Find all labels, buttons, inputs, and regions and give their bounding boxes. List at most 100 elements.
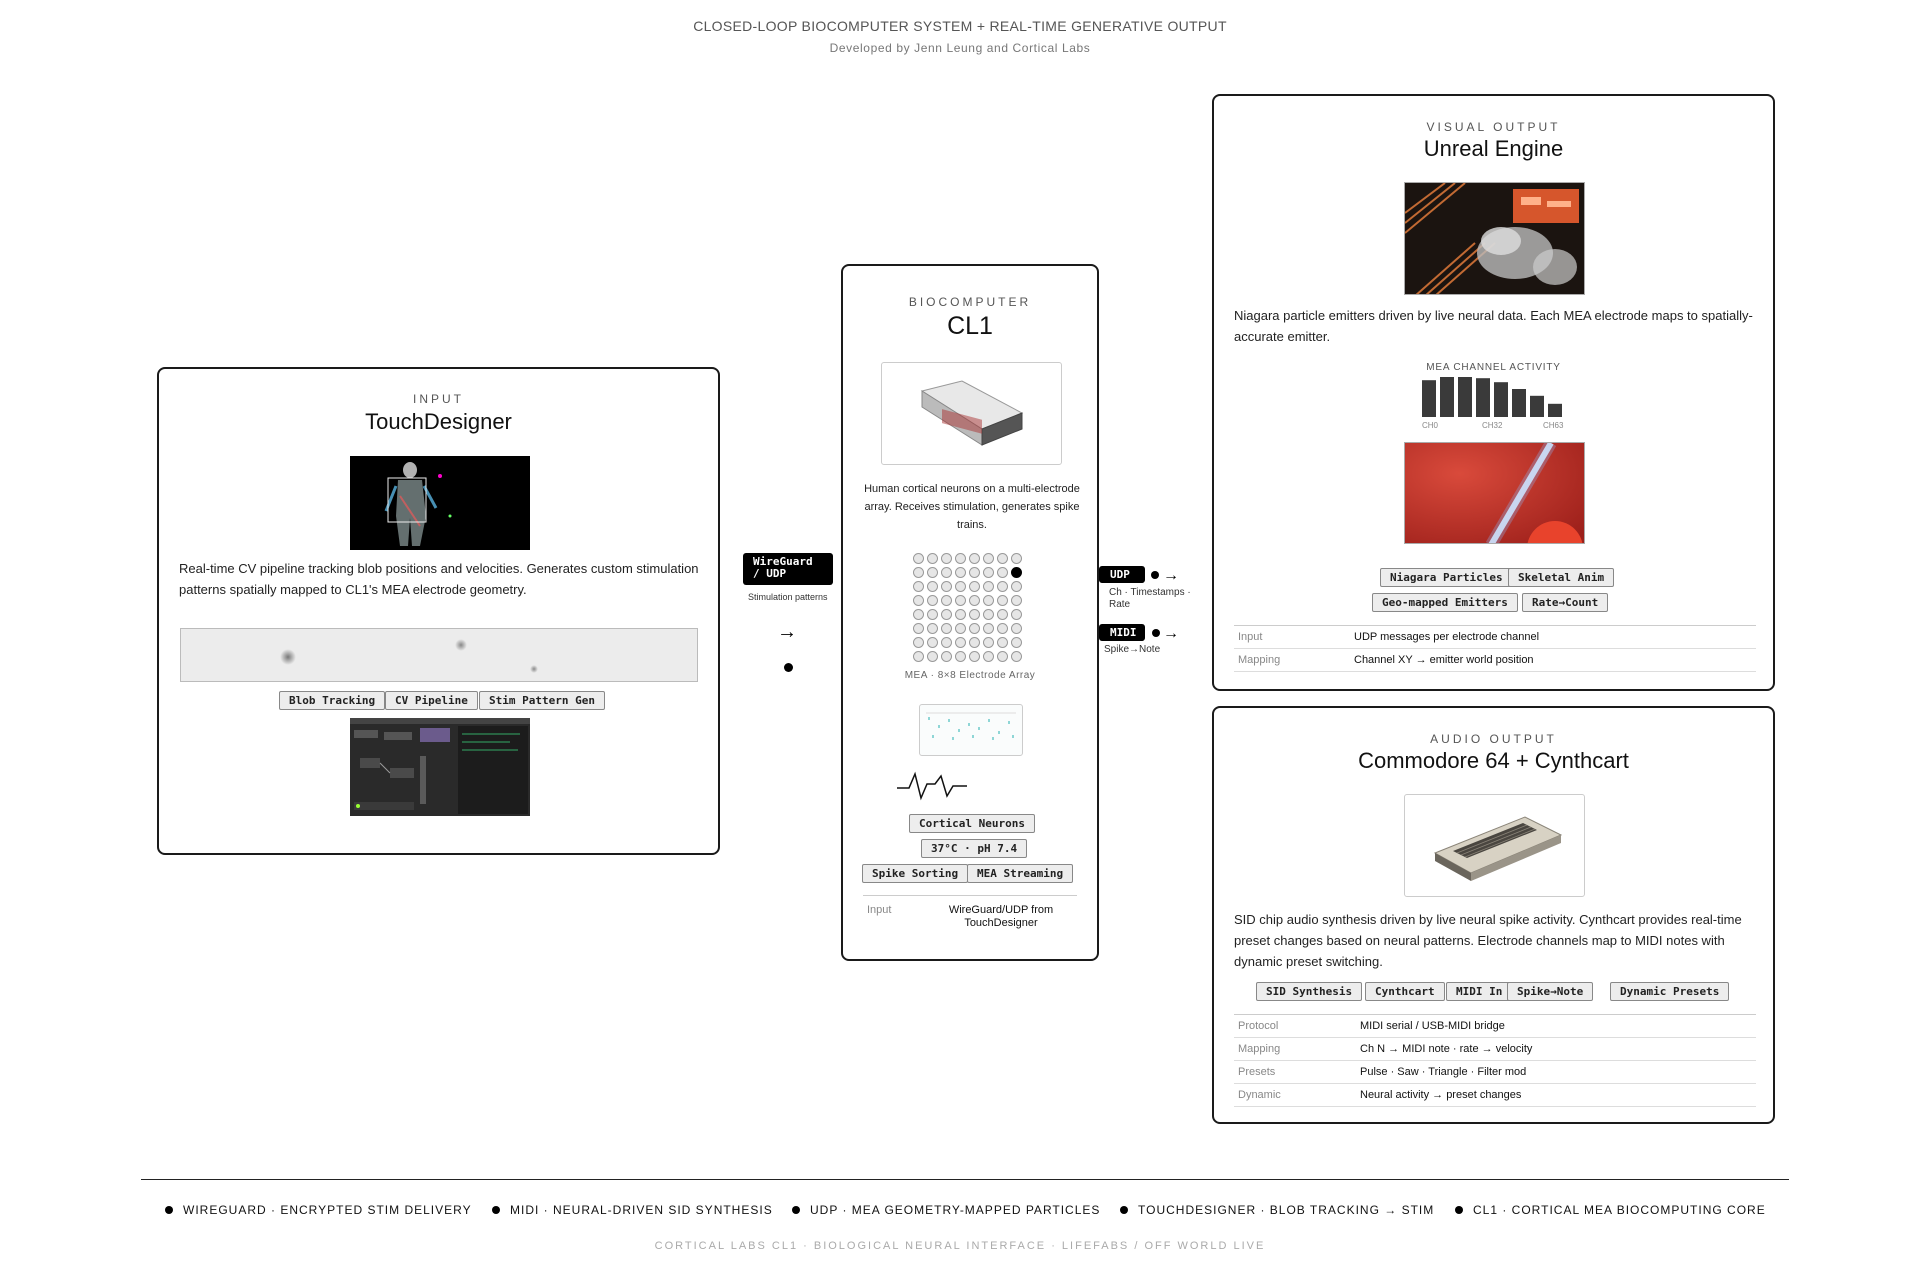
touchdesigner-tracking-image	[350, 456, 530, 550]
table-value: Channel XY → emitter world position	[1354, 649, 1534, 671]
mea-electrode	[955, 581, 966, 592]
spike-waveform-icon	[897, 768, 967, 804]
mea-electrode	[955, 623, 966, 634]
mea-electrode	[913, 609, 924, 620]
mea-electrode	[927, 567, 938, 578]
tag-sid-synthesis: SID Synthesis	[1256, 982, 1362, 1001]
tag-rate-count: Rate→Count	[1522, 593, 1608, 612]
activity-bar	[1548, 404, 1562, 417]
visual-info-table: Input UDP messages per electrode channel…	[1234, 625, 1756, 672]
mea-electrode	[969, 651, 980, 662]
input-description: Real-time CV pipeline tracking blob posi…	[179, 558, 702, 600]
table-row: Protocol MIDI serial / USB-MIDI bridge	[1234, 1015, 1756, 1038]
tag-blob-tracking: Blob Tracking	[279, 691, 385, 710]
mea-electrode	[969, 595, 980, 606]
cl1-info-table: Input WireGuard/UDP from TouchDesigner	[863, 895, 1077, 896]
cl1-table-key: Input	[867, 904, 891, 916]
audio-info-table: Protocol MIDI serial / USB-MIDI bridge M…	[1234, 1014, 1756, 1107]
activity-bar	[1494, 382, 1508, 417]
legend-dot-icon	[792, 1206, 800, 1214]
mea-caption: MEA · 8×8 Electrode Array	[843, 670, 1097, 681]
activity-label-ch63: CH63	[1543, 421, 1563, 430]
mea-electrode	[997, 651, 1008, 662]
mea-electrode	[983, 651, 994, 662]
visual-description: Niagara particle emitters driven by live…	[1234, 305, 1757, 347]
table-key: Mapping	[1238, 1038, 1280, 1060]
mea-electrode	[913, 623, 924, 634]
legend-item: UDP · MEA GEOMETRY-MAPPED PARTICLES	[792, 1203, 1100, 1217]
activity-bar	[1530, 396, 1544, 417]
legend-item: WIREGUARD · ENCRYPTED STIM DELIVERY	[165, 1203, 472, 1217]
tag-stim-pattern-gen: Stim Pattern Gen	[479, 691, 605, 710]
mea-electrode	[955, 595, 966, 606]
visual-output-card: VISUAL OUTPUT Unreal Engine Niagara part…	[1212, 94, 1775, 691]
mea-electrode	[997, 623, 1008, 634]
mea-electrode	[927, 581, 938, 592]
mea-electrode	[969, 567, 980, 578]
tag-niagara-particles: Niagara Particles	[1380, 568, 1513, 587]
mea-electrode	[941, 567, 952, 578]
mea-electrode	[955, 637, 966, 648]
tag-cv-pipeline: CV Pipeline	[385, 691, 478, 710]
blob-marker	[530, 665, 538, 673]
blob-marker	[280, 649, 296, 665]
mea-electrode	[969, 553, 980, 564]
mea-electrode	[969, 637, 980, 648]
activity-label-ch32: CH32	[1482, 421, 1502, 430]
tag-spike-note: Spike→Note	[1507, 982, 1593, 1001]
footer: CORTICAL LABS CL1 · BIOLOGICAL NEURAL IN…	[0, 1240, 1920, 1252]
table-value: Ch N → MIDI note · rate → velocity	[1360, 1038, 1532, 1060]
cl1-table-value: WireGuard/UDP from TouchDesigner	[941, 904, 1061, 930]
udp-caption-2: Rate	[1109, 599, 1130, 610]
mea-electrode	[941, 595, 952, 606]
mea-electrode	[983, 567, 994, 578]
midi-caption: Spike→Note	[1104, 644, 1160, 655]
page-subtitle: Developed by Jenn Leung and Cortical Lab…	[0, 41, 1920, 55]
unreal-beam-image	[1404, 442, 1585, 544]
mea-electrode	[955, 609, 966, 620]
cl1-title: CL1	[843, 312, 1097, 341]
table-row: Mapping Ch N → MIDI note · rate → veloci…	[1234, 1038, 1756, 1061]
mea-electrode	[927, 651, 938, 662]
mea-electrode	[1011, 595, 1022, 606]
commodore-64-image	[1404, 794, 1585, 897]
mea-electrode	[1011, 623, 1022, 634]
mea-electrode	[997, 609, 1008, 620]
mea-electrode	[983, 637, 994, 648]
activity-bar	[1422, 380, 1436, 417]
cl1-device-image	[881, 362, 1062, 465]
mea-electrode	[1011, 637, 1022, 648]
mea-electrode	[1011, 567, 1022, 578]
mea-electrode	[927, 623, 938, 634]
mea-electrode	[1011, 581, 1022, 592]
audio-eyebrow: AUDIO OUTPUT	[1214, 732, 1773, 746]
activity-bar	[1512, 389, 1526, 417]
mea-electrode	[941, 651, 952, 662]
blob-marker	[455, 639, 467, 651]
mea-electrode	[1011, 553, 1022, 564]
table-key: Dynamic	[1238, 1084, 1281, 1106]
table-row: Mapping Channel XY → emitter world posit…	[1234, 649, 1756, 672]
mea-electrode	[955, 567, 966, 578]
mea-electrode	[955, 651, 966, 662]
table-key: Presets	[1238, 1061, 1275, 1083]
midi-signal-dot-icon	[1152, 629, 1160, 637]
mea-electrode	[983, 553, 994, 564]
mea-electrode	[913, 651, 924, 662]
audio-title: Commodore 64 + Cynthcart	[1214, 748, 1773, 774]
legend-item: MIDI · NEURAL-DRIVEN SID SYNTHESIS	[492, 1203, 773, 1217]
mea-electrode	[983, 581, 994, 592]
midi-arrow-icon: →	[1163, 624, 1179, 644]
mea-activity-chart	[1422, 377, 1566, 417]
touchdesigner-network-screenshot	[350, 718, 530, 816]
udp-arrow-icon: →	[1163, 566, 1179, 586]
legend-label: WIREGUARD · ENCRYPTED STIM DELIVERY	[183, 1203, 472, 1217]
mea-electrode	[969, 623, 980, 634]
blob-tracking-preview	[180, 628, 698, 682]
table-row: Dynamic Neural activity → preset changes	[1234, 1084, 1756, 1107]
visual-title: Unreal Engine	[1214, 136, 1773, 162]
mea-electrode	[997, 595, 1008, 606]
unreal-particles-image	[1404, 182, 1585, 295]
tag-cortical-neurons: Cortical Neurons	[909, 814, 1035, 833]
table-key: Mapping	[1238, 649, 1280, 671]
